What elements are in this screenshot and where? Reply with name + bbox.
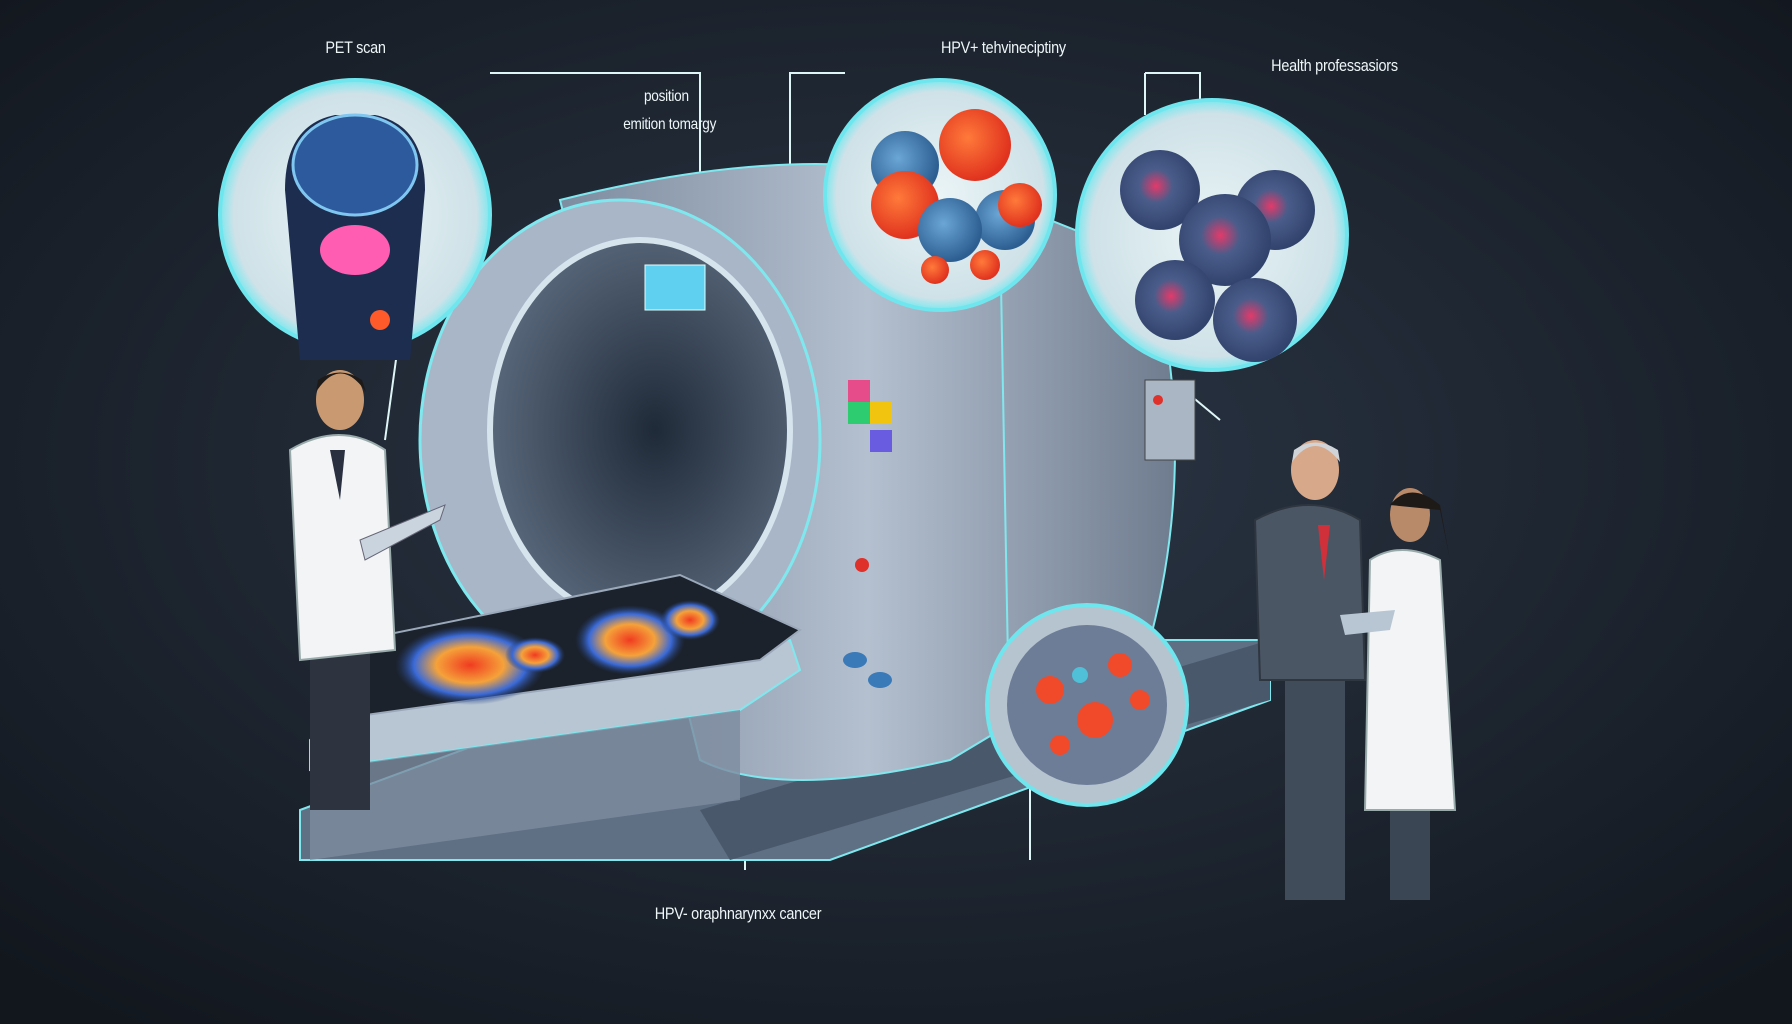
label-position-line2: emition tomargy xyxy=(623,116,717,133)
hpv-positive-cells-circle xyxy=(823,78,1057,312)
label-hpv-positive: HPV+ tehvineciptiny xyxy=(941,38,1066,57)
label-pet-scan: PET scan xyxy=(325,38,386,57)
doctor-left xyxy=(288,370,446,810)
hpv-negative-cells-circle xyxy=(985,603,1189,807)
scanner-display xyxy=(644,264,706,311)
pet-scan-head-circle xyxy=(218,78,492,360)
label-position-line1: position xyxy=(643,88,689,105)
tumor-cells-circle xyxy=(1075,98,1349,372)
label-health-professionals: Health professasiors xyxy=(1271,56,1398,75)
scanner-control-panel xyxy=(843,379,1196,688)
patient-bed xyxy=(309,573,802,860)
label-hpv-negative: HPV- oraphnarynxx cancer xyxy=(654,904,822,923)
health-professionals-right xyxy=(1253,440,1457,900)
